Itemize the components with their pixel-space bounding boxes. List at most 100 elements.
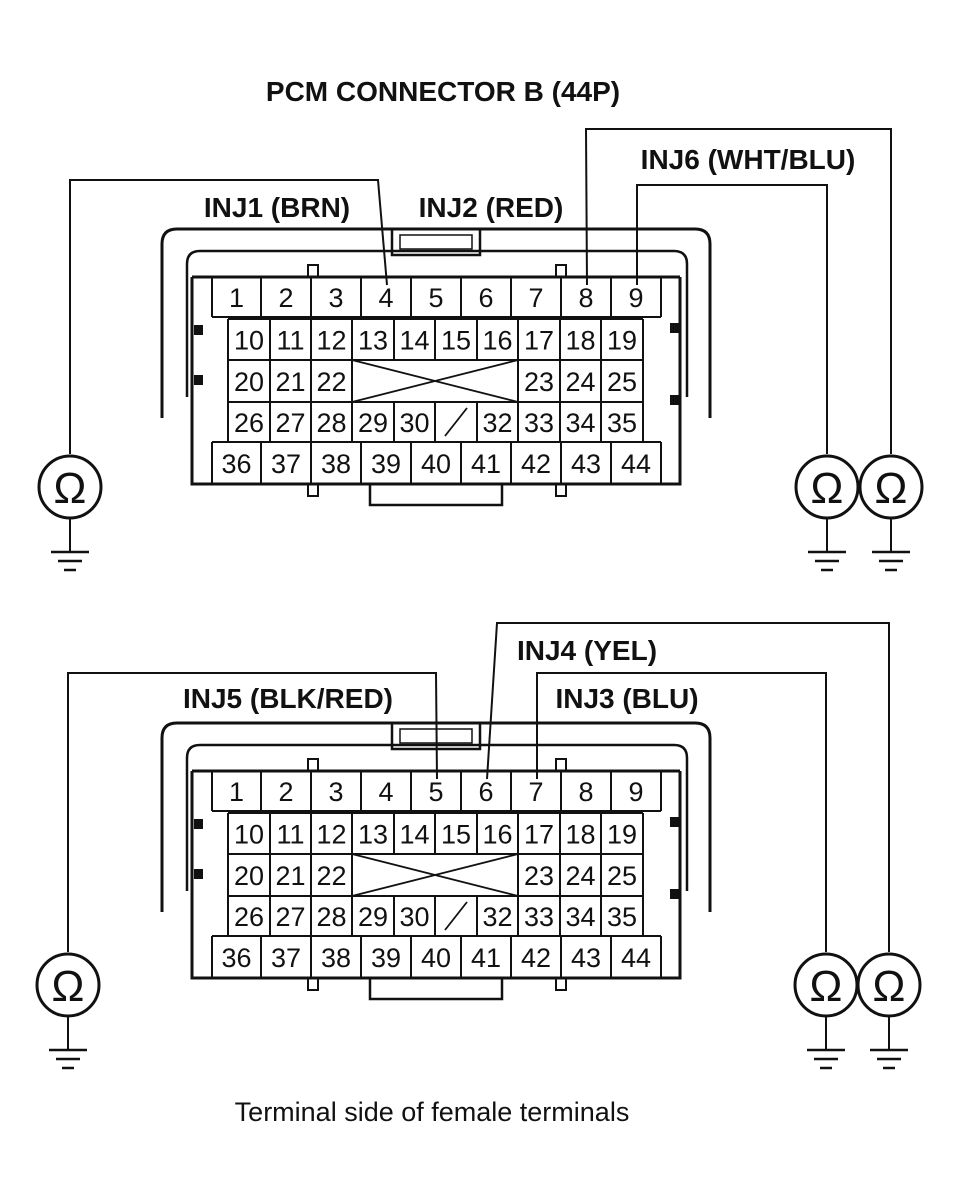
terminal-number: 21 [275, 861, 305, 891]
terminal-number: 1 [229, 777, 244, 807]
terminal-number: 24 [565, 861, 595, 891]
locator-mark [670, 395, 679, 405]
terminal-number: 2 [278, 777, 293, 807]
terminal-number: 8 [578, 777, 593, 807]
connector-latch-inner [399, 234, 473, 250]
locator-mark [194, 375, 203, 385]
terminal-number: 14 [399, 326, 429, 356]
terminal-number: 23 [524, 861, 554, 891]
terminal-number: 9 [628, 777, 643, 807]
terminal-number: 40 [421, 449, 451, 479]
connector-inner-frame [185, 249, 689, 397]
terminal-number: 24 [565, 367, 595, 397]
probe-label-6: INJ4 (YEL) [517, 635, 657, 666]
locator-mark [194, 325, 203, 335]
locator-mark [670, 817, 679, 827]
terminal-number: 12 [316, 820, 346, 850]
connector-key [555, 264, 567, 278]
blank-cavity-cross [351, 359, 519, 403]
terminal-number: 16 [482, 326, 512, 356]
diagram-caption: Terminal side of female terminals [235, 1097, 630, 1127]
terminal-number: 16 [482, 820, 512, 850]
terminal-number: 22 [316, 861, 346, 891]
unused-terminal-slash [444, 901, 468, 931]
probe-wire [536, 672, 827, 952]
terminal-number: 43 [571, 943, 601, 973]
terminal-number: 15 [441, 820, 471, 850]
terminal-number: 32 [482, 902, 512, 932]
connector-key [555, 483, 567, 497]
connector-bottom-tab [368, 978, 504, 1001]
probe-wire [69, 179, 388, 454]
locator-mark [670, 889, 679, 899]
terminal-number: 3 [328, 283, 343, 313]
terminal-number: 26 [234, 408, 264, 438]
terminal-number: 18 [565, 820, 595, 850]
terminal-number: 44 [621, 943, 651, 973]
terminal-number: 13 [358, 820, 388, 850]
terminal-number: 10 [234, 820, 264, 850]
terminal-number: 33 [524, 902, 554, 932]
terminal-number: 19 [607, 820, 637, 850]
terminal-number: 39 [371, 943, 401, 973]
connector-key [307, 264, 319, 278]
locator-mark [194, 869, 203, 879]
terminal-number: 28 [316, 902, 346, 932]
terminal-number: 3 [328, 777, 343, 807]
terminal-number: 27 [275, 902, 305, 932]
probe-label-9: INJ6 (WHT/BLU) [641, 144, 856, 175]
ohm-symbol: Ω [810, 962, 843, 1011]
terminal-number: 6 [478, 777, 493, 807]
blank-cavity-cross [351, 853, 519, 897]
terminal-number: 34 [565, 408, 595, 438]
locator-mark [670, 323, 679, 333]
terminal-number: 38 [321, 943, 351, 973]
terminal-number: 28 [316, 408, 346, 438]
terminal-number: 6 [478, 283, 493, 313]
terminal-number: 7 [528, 283, 543, 313]
terminal-number: 5 [428, 283, 443, 313]
probe-wire [486, 622, 890, 952]
terminal-number: 42 [521, 943, 551, 973]
terminal-number: 34 [565, 902, 595, 932]
probe-wire [67, 672, 438, 952]
terminal-number: 35 [607, 902, 637, 932]
terminal-number: 7 [528, 777, 543, 807]
terminal-number: 17 [524, 820, 554, 850]
connector-key [555, 977, 567, 991]
terminal-number: 29 [358, 408, 388, 438]
terminal-number: 25 [607, 367, 637, 397]
probe-label-4: INJ1 (BRN) [204, 192, 350, 223]
ohm-symbol: Ω [875, 464, 908, 513]
terminal-number: 39 [371, 449, 401, 479]
terminal-number: 35 [607, 408, 637, 438]
terminal-number: 40 [421, 943, 451, 973]
terminal-number: 5 [428, 777, 443, 807]
ohm-symbol: Ω [811, 464, 844, 513]
ohm-symbol: Ω [52, 962, 85, 1011]
terminal-number: 2 [278, 283, 293, 313]
terminal-number: 42 [521, 449, 551, 479]
ohm-symbol: Ω [873, 962, 906, 1011]
unused-terminal-slash [444, 407, 468, 437]
terminal-number: 10 [234, 326, 264, 356]
terminal-number: 38 [321, 449, 351, 479]
terminal-number: 44 [621, 449, 651, 479]
probe-wire [636, 184, 828, 454]
terminal-number: 30 [399, 902, 429, 932]
probe-label-8: INJ2 (RED) [419, 192, 564, 223]
connector-key [555, 758, 567, 772]
terminal-number: 13 [358, 326, 388, 356]
terminal-number: 30 [399, 408, 429, 438]
terminal-number: 19 [607, 326, 637, 356]
terminal-number: 26 [234, 902, 264, 932]
terminal-number: 14 [399, 820, 429, 850]
terminal-number: 27 [275, 408, 305, 438]
terminal-number: 33 [524, 408, 554, 438]
diagram-title: PCM CONNECTOR B (44P) [266, 76, 620, 107]
terminal-number: 21 [275, 367, 305, 397]
